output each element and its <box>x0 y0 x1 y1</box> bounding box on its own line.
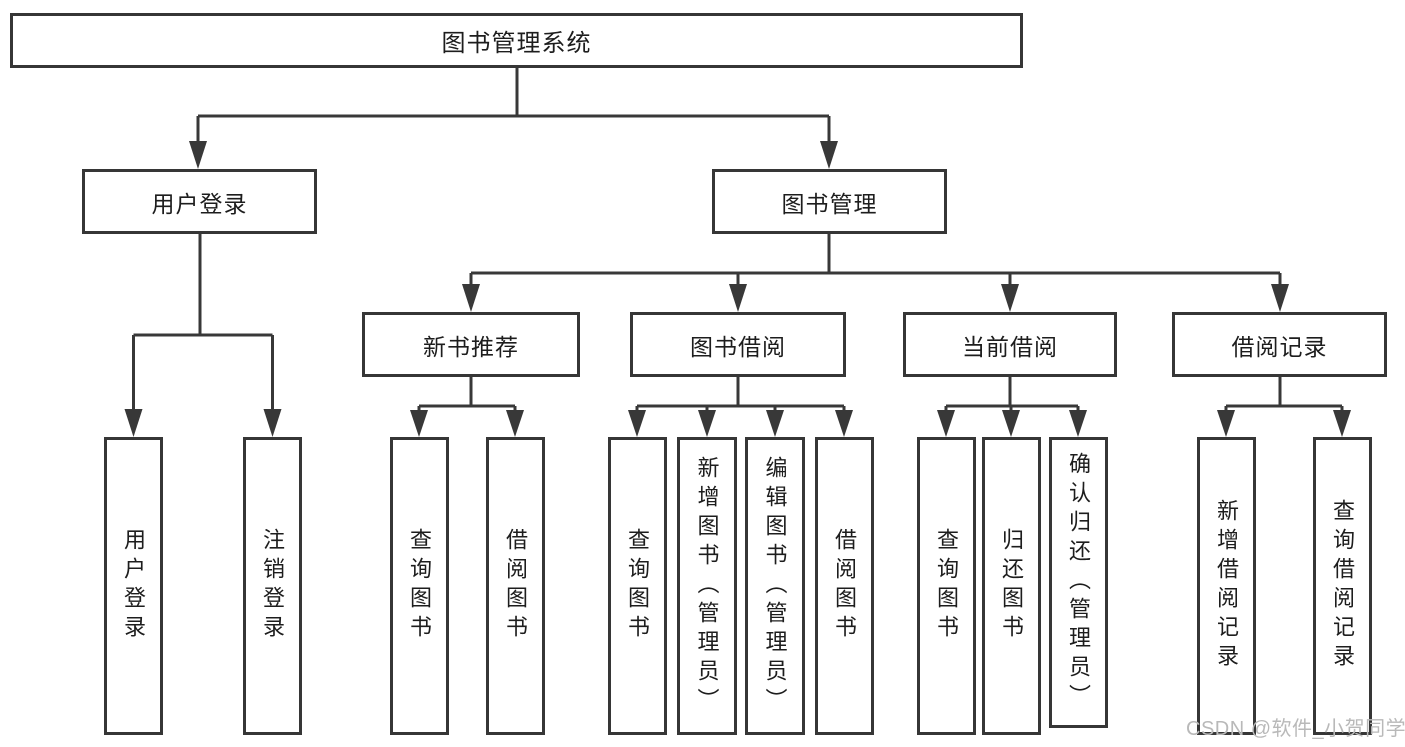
leaf-label: 新增借阅记录 <box>1214 499 1240 673</box>
leaf-return-books: 归还图书 <box>982 437 1041 735</box>
node-book-borrowing: 图书借阅 <box>630 312 846 377</box>
leaf-query-books-recommend: 查询图书 <box>390 437 449 735</box>
node-user-login: 用户登录 <box>82 169 317 234</box>
leaf-label: 借阅图书 <box>503 528 529 644</box>
leaf-label: 查询图书 <box>407 528 433 644</box>
leaf-label: 注销登录 <box>260 528 286 644</box>
leaf-label: 编辑图书（管理员） <box>762 455 788 717</box>
node-book-management: 图书管理 <box>712 169 947 234</box>
leaf-label: 查询借阅记录 <box>1330 499 1356 673</box>
node-new-book-recommend: 新书推荐 <box>362 312 580 377</box>
leaf-query-borrow-record: 查询借阅记录 <box>1313 437 1372 735</box>
leaf-borrow-books-recommend: 借阅图书 <box>486 437 545 735</box>
leaf-query-books-current: 查询图书 <box>917 437 976 735</box>
leaf-borrow-books: 借阅图书 <box>815 437 874 735</box>
leaf-label: 查询图书 <box>934 528 960 644</box>
arrowheads <box>124 141 1351 437</box>
leaf-confirm-return-admin: 确认归还（管理员） <box>1049 437 1108 728</box>
node-current-borrowing: 当前借阅 <box>903 312 1117 377</box>
csdn-watermark: CSDN @软件_小贺同学 <box>1186 718 1405 740</box>
leaf-query-books-borrowing: 查询图书 <box>608 437 667 735</box>
leaf-label: 归还图书 <box>999 528 1025 644</box>
leaf-logout: 注销登录 <box>243 437 302 735</box>
leaf-label: 查询图书 <box>625 528 651 644</box>
node-system-root: 图书管理系统 <box>10 13 1023 68</box>
leaf-user-login: 用户登录 <box>104 437 163 735</box>
leaf-add-borrow-record: 新增借阅记录 <box>1197 437 1256 735</box>
leaf-edit-books-admin: 编辑图书（管理员） <box>745 437 805 735</box>
node-borrowing-records: 借阅记录 <box>1172 312 1387 377</box>
leaf-label: 新增图书（管理员） <box>694 455 720 717</box>
leaf-label: 借阅图书 <box>832 528 858 644</box>
leaf-add-books-admin: 新增图书（管理员） <box>677 437 737 735</box>
leaf-label: 用户登录 <box>121 528 147 644</box>
leaf-label: 确认归还（管理员） <box>1066 452 1092 713</box>
